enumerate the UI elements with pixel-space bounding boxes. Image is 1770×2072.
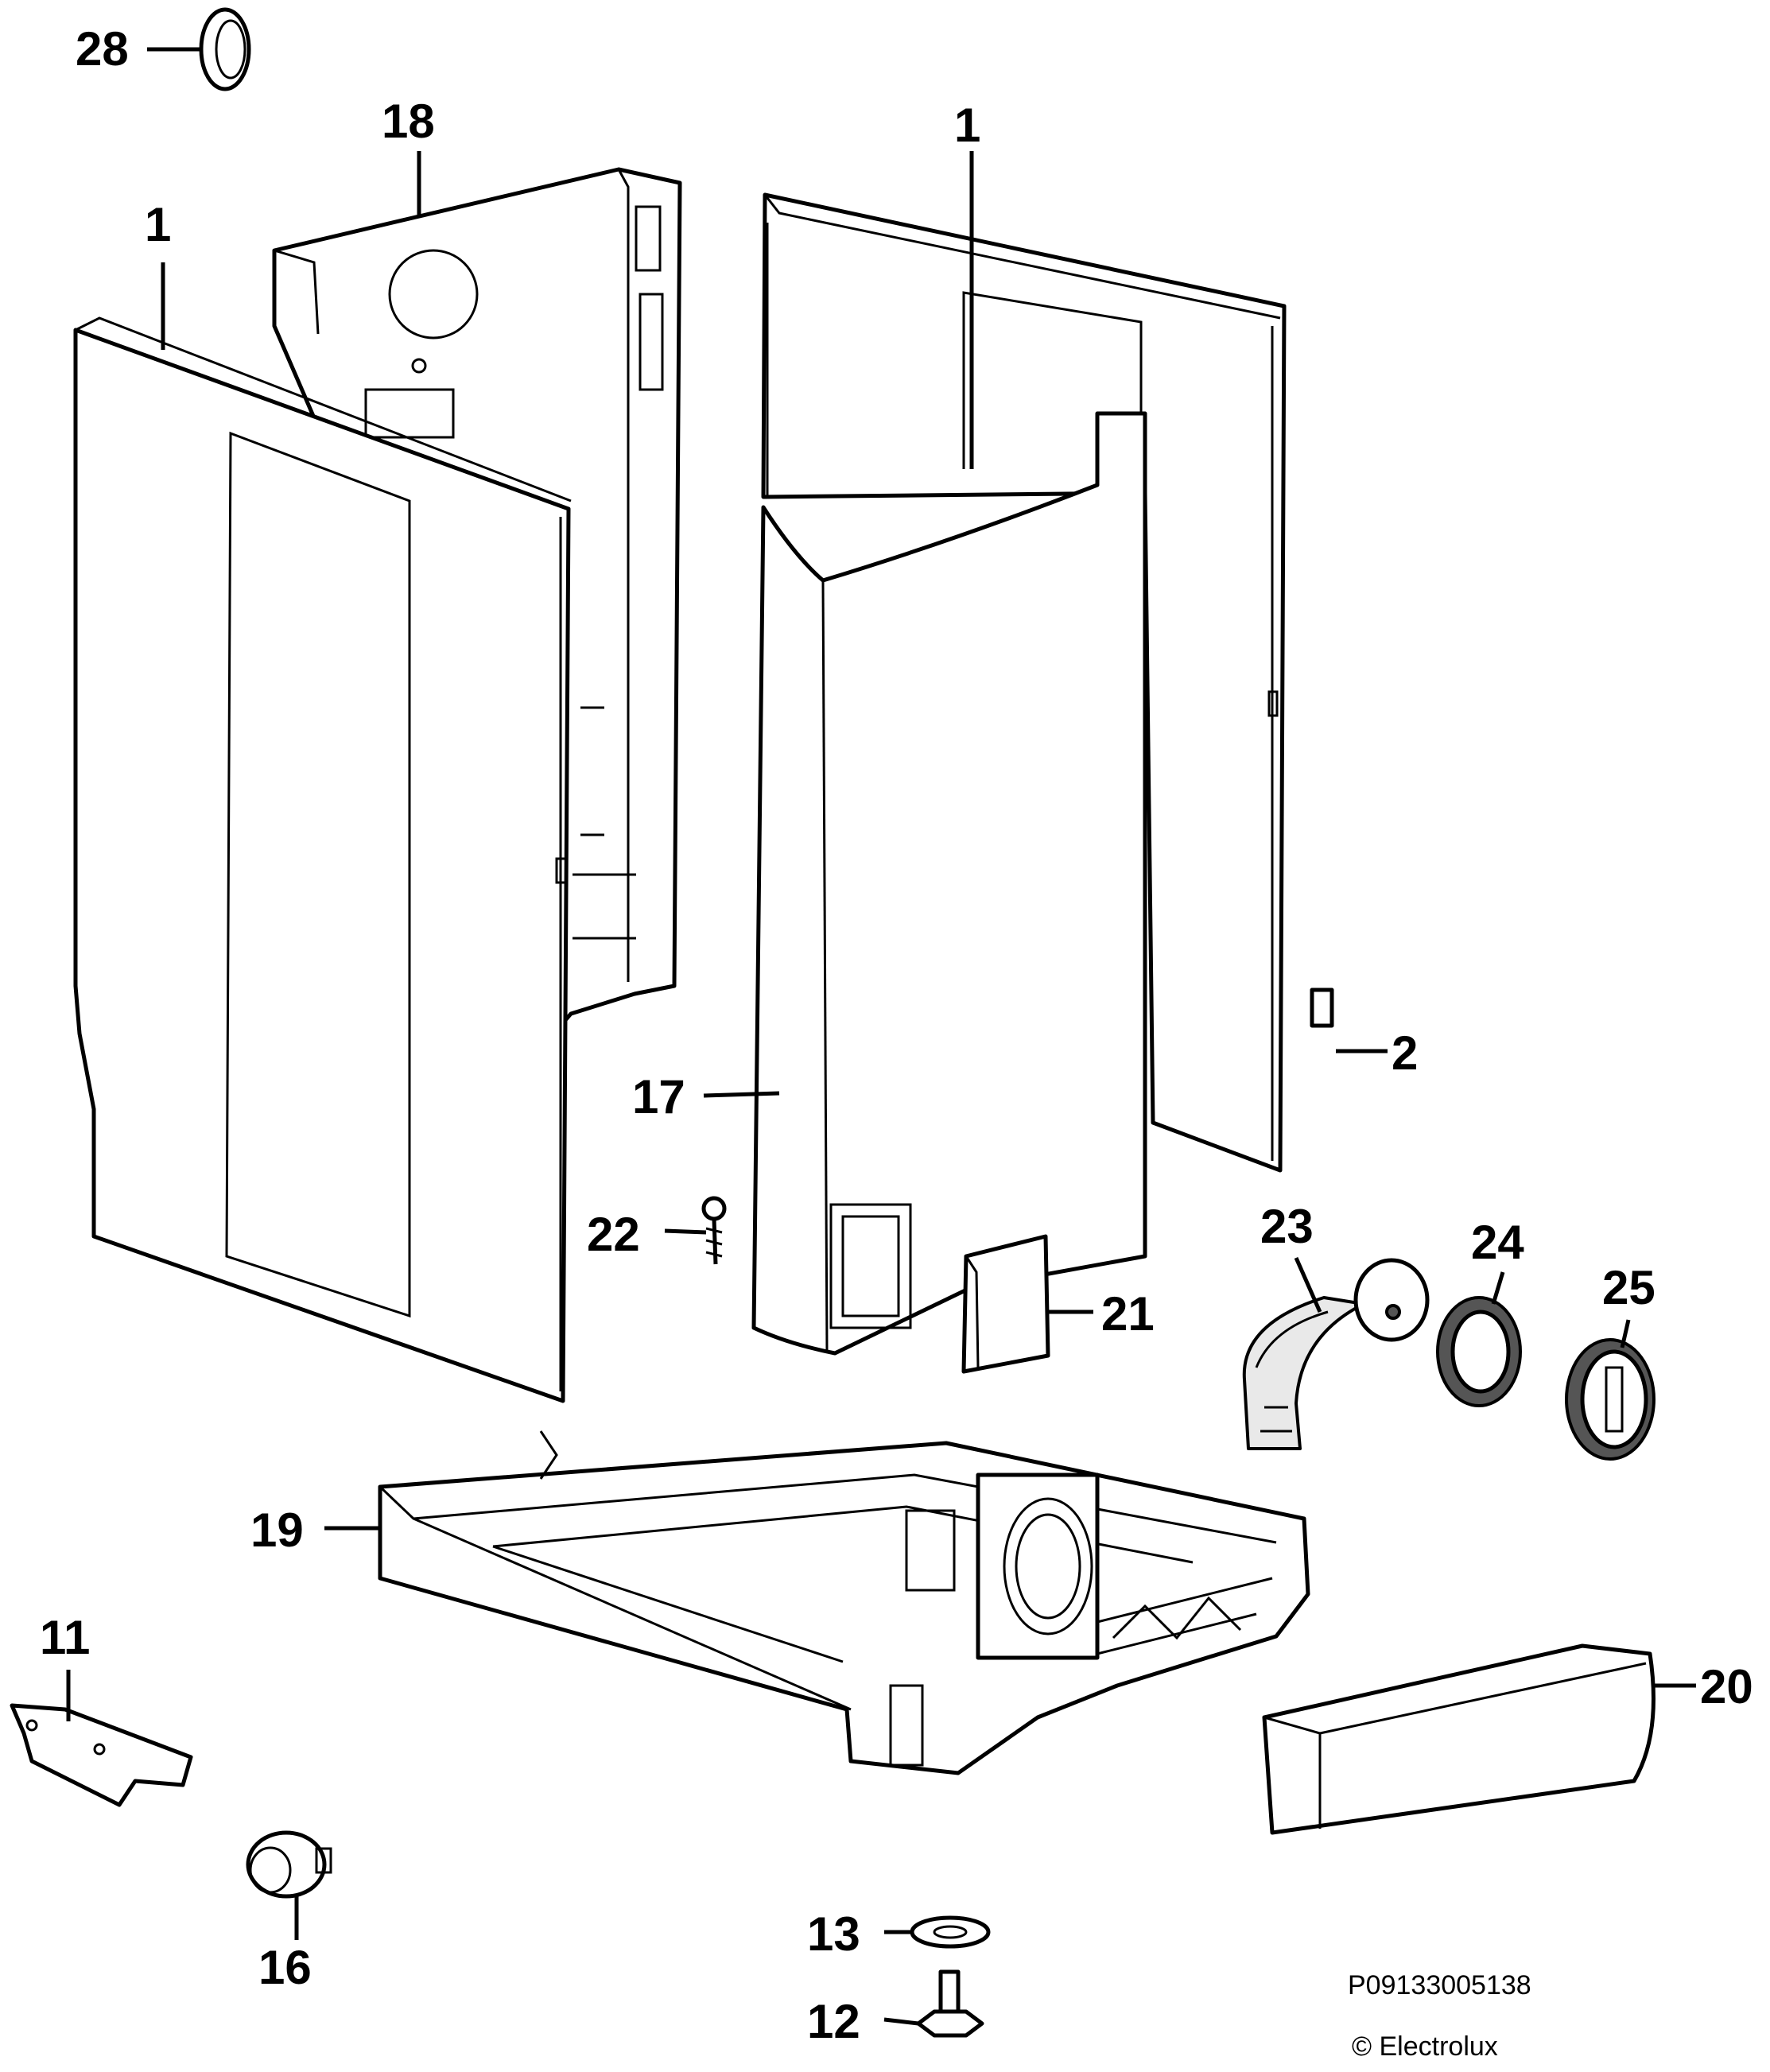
label-16: 16 <box>258 1941 312 1994</box>
part-20-front-cover <box>1262 1643 1655 1835</box>
label-17: 17 <box>632 1070 685 1123</box>
part-labels: 28 18 1 1 2 17 22 23 24 25 21 19 11 20 1… <box>40 22 1753 2048</box>
part-21-cover <box>961 1234 1050 1374</box>
leader-lines <box>66 47 1696 2026</box>
part-22-screw <box>701 1196 727 1265</box>
part-23-filter-hose <box>1242 1258 1430 1450</box>
copyright-notice: © Electrolux <box>1352 2031 1498 2062</box>
label-18: 18 <box>382 95 435 148</box>
part-24-seal-ring <box>1436 1296 1522 1407</box>
label-25: 25 <box>1602 1261 1655 1314</box>
label-11: 11 <box>40 1611 90 1664</box>
part-19-base-frame <box>378 1430 1310 1775</box>
part-12-leveling-foot <box>916 1969 984 2038</box>
label-21: 21 <box>1101 1287 1155 1341</box>
part-28-ring <box>199 7 251 91</box>
part-1-left-side-panel <box>73 316 572 1403</box>
label-2: 2 <box>1392 1026 1418 1080</box>
label-12: 12 <box>807 1995 860 2048</box>
label-1-left: 1 <box>145 198 171 251</box>
part-13-washer <box>910 1915 991 1949</box>
part-25-cap <box>1565 1338 1655 1461</box>
label-23: 23 <box>1260 1200 1314 1253</box>
part-16-foot <box>246 1830 332 1899</box>
part-1-right-side-panel <box>761 192 1334 1173</box>
label-24: 24 <box>1471 1216 1524 1269</box>
label-13: 13 <box>807 1907 860 1961</box>
label-22: 22 <box>587 1208 640 1261</box>
label-1-right: 1 <box>954 99 980 152</box>
label-20: 20 <box>1700 1660 1753 1713</box>
label-19: 19 <box>250 1504 304 1557</box>
part-17-duct-panel <box>751 411 1147 1356</box>
reference-code: P09133005138 <box>1348 1970 1531 2000</box>
part-11-bracket <box>10 1703 193 1807</box>
label-28: 28 <box>76 22 129 76</box>
